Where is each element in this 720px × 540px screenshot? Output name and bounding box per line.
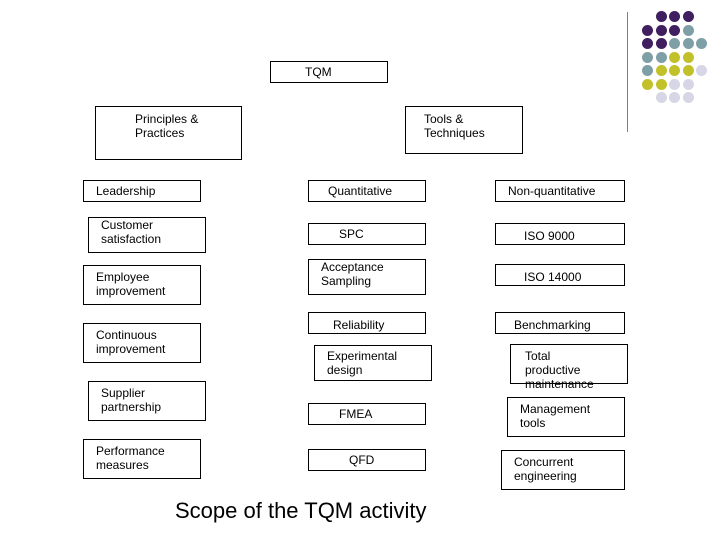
principles-branch-label-line2: Practices (135, 126, 185, 140)
tools-branch-box: Tools & Techniques (405, 106, 523, 154)
decorative-dot (696, 38, 707, 49)
principles-branch-box: Principles & Practices (95, 106, 242, 160)
non-quantitative-label: Benchmarking (514, 318, 591, 332)
non-quantitative-label: productive (525, 363, 581, 377)
decorative-dot (683, 92, 694, 103)
quantitative-header-label: Quantitative (328, 184, 393, 198)
non-quantitative-label: Concurrent (514, 455, 574, 469)
quantitative-header-box: Quantitative (308, 180, 426, 202)
decorative-dot (656, 25, 667, 36)
non-quantitative-label: Management (520, 402, 591, 416)
decorative-dot (642, 52, 653, 63)
non-quantitative-label: tools (520, 416, 546, 430)
quantitative-label: SPC (339, 227, 364, 241)
decorative-dot (656, 38, 667, 49)
principle-label: Customer (101, 218, 154, 232)
decorative-dot (656, 11, 667, 22)
principle-box-employee-improvement: Employee improvement (83, 265, 201, 305)
quantitative-label: QFD (349, 453, 375, 467)
non-quantitative-label: ISO 9000 (524, 229, 575, 243)
decorative-dot (669, 52, 680, 63)
non-quantitative-header-label: Non-quantitative (508, 184, 596, 198)
quantitative-label: Experimental (327, 349, 398, 363)
quantitative-box-spc: SPC (308, 223, 426, 245)
principle-box-continuous-improvement: Continuous improvement (83, 323, 201, 363)
decorative-dot (696, 65, 707, 76)
principle-box-supplier-partnership: Supplier partnership (88, 381, 206, 421)
principle-label: Supplier (101, 386, 146, 400)
non-quantitative-box-concurrent-engineering: Concurrent engineering (501, 450, 625, 490)
decorative-dot (642, 65, 653, 76)
decorative-dot (642, 25, 653, 36)
principle-label: Employee (96, 270, 150, 284)
tqm-root-label: TQM (305, 65, 332, 79)
decorative-dot (683, 38, 694, 49)
non-quantitative-box-iso-9000: ISO 9000 (495, 223, 625, 245)
quantitative-box-acceptance-sampling: Acceptance Sampling (308, 259, 426, 295)
non-quantitative-label: maintenance (525, 377, 594, 391)
quantitative-label: Reliability (333, 318, 385, 332)
decorative-dot (642, 38, 653, 49)
non-quantitative-box-total-productive-maintenance: Total productive maintenance (510, 344, 628, 391)
principle-label: Leadership (96, 184, 156, 198)
principle-box-performance-measures: Performance measures (83, 439, 201, 479)
principle-label: partnership (101, 400, 162, 414)
decorative-dot (642, 79, 653, 90)
quantitative-label: design (327, 363, 363, 377)
decorative-dot (683, 25, 694, 36)
non-quantitative-box-management-tools: Management tools (507, 397, 625, 437)
principle-label: Continuous (96, 328, 157, 342)
non-quantitative-box-benchmarking: Benchmarking (495, 312, 625, 334)
decorative-dot (669, 65, 680, 76)
slide-title: Scope of the TQM activity (175, 498, 427, 523)
decorative-dot (669, 25, 680, 36)
principle-label: measures (96, 458, 149, 472)
principle-label: improvement (96, 342, 166, 356)
decorative-dot (669, 38, 680, 49)
principle-box-leadership: Leadership (83, 180, 201, 202)
principles-branch-label-line1: Principles & (135, 112, 199, 126)
decorative-vertical-line (627, 12, 628, 132)
quantitative-label: Sampling (321, 274, 372, 288)
tqm-root-box: TQM (270, 61, 388, 83)
non-quantitative-label: Total (525, 349, 551, 363)
decorative-dot (656, 65, 667, 76)
principle-label: improvement (96, 284, 166, 298)
non-quantitative-label: ISO 14000 (524, 270, 582, 284)
quantitative-box-qfd: QFD (308, 449, 426, 471)
principle-box-customer-satisfaction: Customer satisfaction (88, 217, 206, 253)
decorative-dot (669, 92, 680, 103)
non-quantitative-header-box: Non-quantitative (495, 180, 625, 202)
decorative-dot (669, 79, 680, 90)
decorative-dot (656, 92, 667, 103)
principle-label: satisfaction (101, 232, 162, 246)
principle-label: Performance (96, 444, 165, 458)
decorative-dot (656, 52, 667, 63)
decorative-dot (669, 11, 680, 22)
decorative-dot (683, 65, 694, 76)
tools-branch-label-line1: Tools & (424, 112, 464, 126)
decorative-dot (683, 11, 694, 22)
non-quantitative-label: engineering (514, 469, 577, 483)
quantitative-box-experimental-design: Experimental design (314, 345, 432, 381)
quantitative-box-fmea: FMEA (308, 403, 426, 425)
quantitative-label: Acceptance (321, 260, 384, 274)
decorative-dot (683, 52, 694, 63)
tools-branch-label-line2: Techniques (424, 126, 485, 140)
decorative-dot (683, 79, 694, 90)
quantitative-box-reliability: Reliability (308, 312, 426, 334)
non-quantitative-box-iso-14000: ISO 14000 (495, 264, 625, 286)
decorative-dot (656, 79, 667, 90)
quantitative-label: FMEA (339, 407, 373, 421)
